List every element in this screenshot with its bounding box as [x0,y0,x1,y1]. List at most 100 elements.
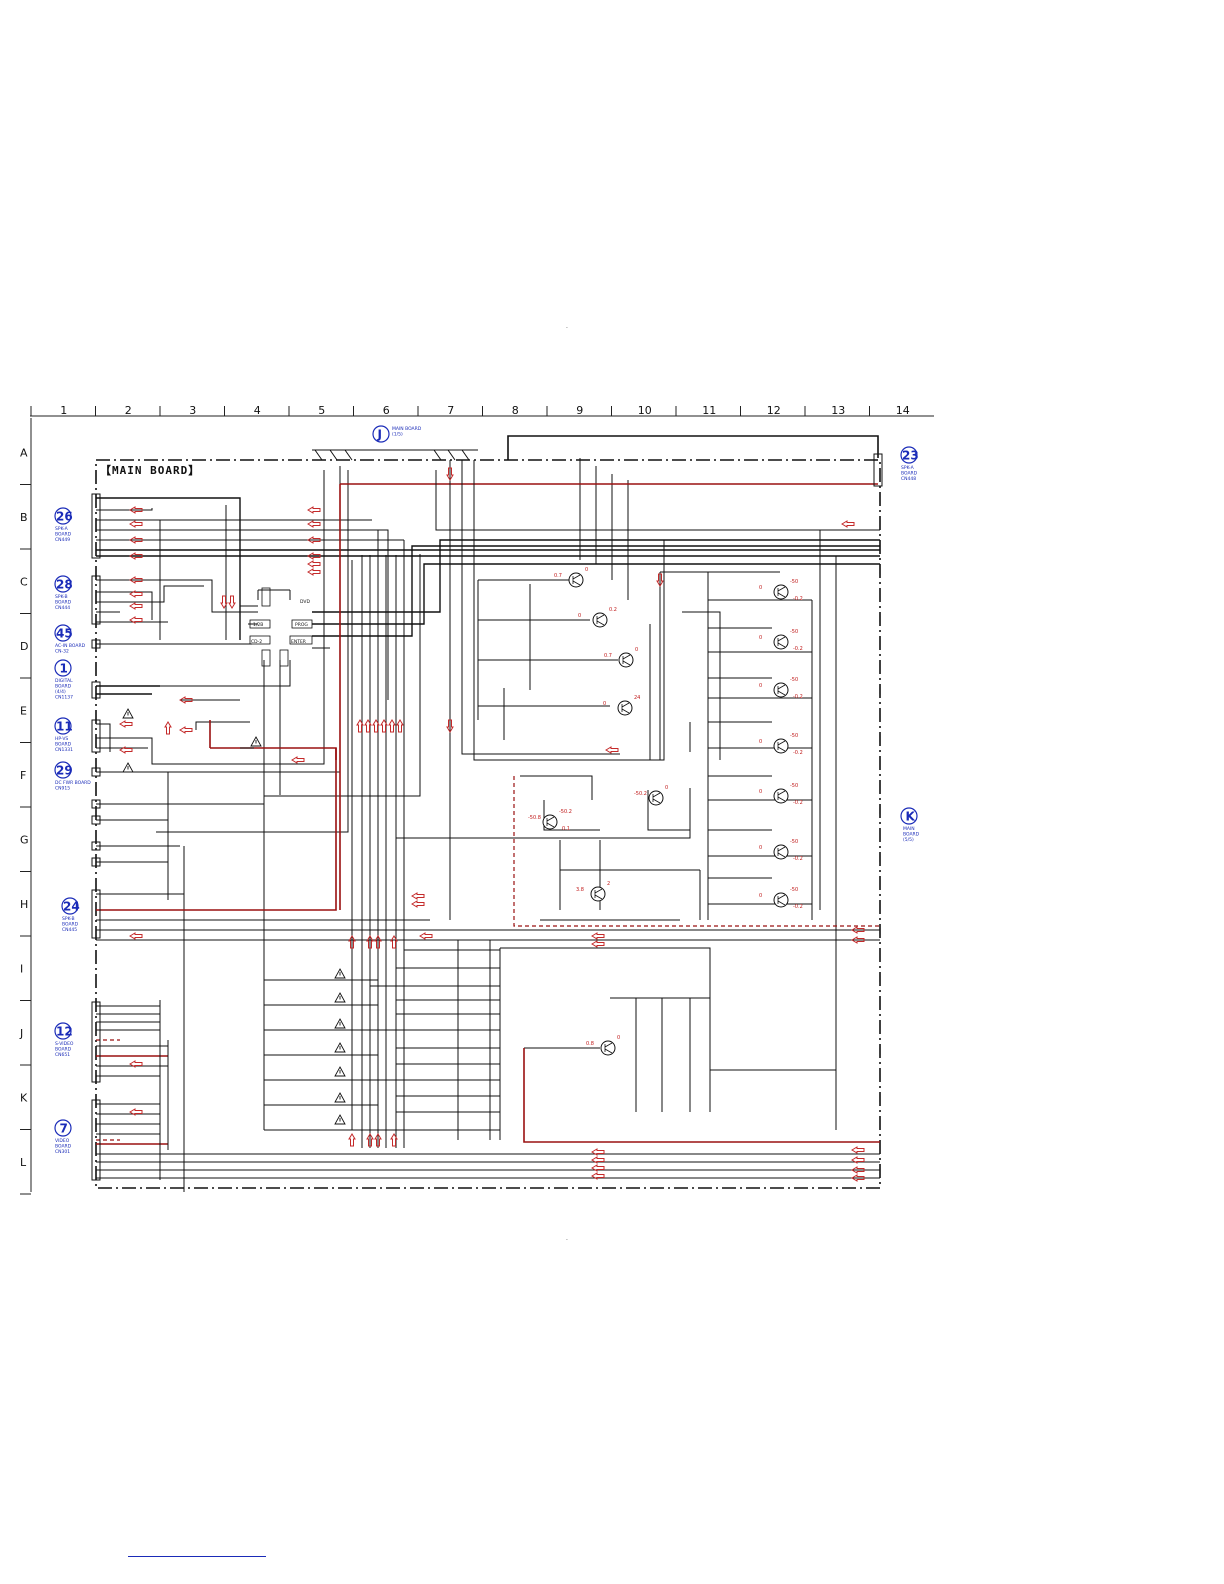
connector-ref-caption: CN301 [55,1149,70,1155]
warning-icon [334,1018,346,1029]
connector-ref-caption: AC-IN BOARD [55,643,86,649]
voltage-label: -50 [790,733,798,739]
connector-ref-label-28: 28 [56,578,73,592]
column-label-5: 5 [318,404,325,417]
connector-ref-label-24: 24 [63,900,80,914]
column-label-3: 3 [189,404,196,417]
warning-icon [334,1066,346,1077]
voltage-label: 0 [759,585,762,591]
voltage-label: 0 [665,785,668,791]
connector-ref-caption: (5/5) [903,837,914,843]
row-label-F: F [20,769,26,782]
voltage-label: 0.8 [586,1041,594,1047]
voltage-label: -50 [790,783,798,789]
connector-ref-caption: CN445 [62,927,77,933]
voltage-label: 0.7 [554,573,562,579]
voltage-label: -50 [790,629,798,635]
column-label-7: 7 [447,404,454,417]
column-label-14: 14 [896,404,910,417]
warning-icon [334,1042,346,1053]
row-label-G: G [20,833,29,846]
switch-block [249,587,313,667]
transistor-symbol [648,790,664,806]
voltage-label: -50 [790,887,798,893]
left-arrow-icon [129,616,143,624]
connector-ref-caption: BOARD [55,600,72,606]
left-arrow-icon [307,568,321,576]
row-label-A: A [20,446,28,459]
voltage-label: 0 [635,647,638,653]
connector-ref-caption: BOARD [903,832,920,838]
transistor-symbol [568,572,584,588]
voltage-label: 0.2 [609,607,617,613]
voltage-label: 0 [759,739,762,745]
up-arrow-icon [356,719,364,733]
connector-ref-circle-23 [900,446,918,464]
left-arrow-icon [851,1156,865,1164]
connector-ref-caption: SPK-B [62,916,75,922]
connector-ref-caption: VIDEO [55,1138,70,1144]
voltage-label: 0 [759,845,762,851]
voltage-label: -50.2 [559,809,572,815]
connector-ref-caption: BOARD [55,532,72,538]
transistor-symbol [773,788,789,804]
connector-ref-circle-7 [54,1119,72,1137]
switch-label-4: ENTER [291,639,306,645]
connector-ref-circle-28 [54,575,72,593]
transistor-leads [777,846,786,858]
connector-ref-label-J: J [377,428,382,442]
crop-mark-top: · [566,325,568,332]
left-arrow-icon [851,1174,865,1182]
connector-ref-label-23: 23 [902,449,919,463]
down-arrow-icon [446,467,454,481]
voltage-label: -50 [790,579,798,585]
down-arrow-icon [228,595,236,609]
left-arrow-icon [605,746,619,754]
row-label-K: K [20,1091,28,1104]
voltage-label: 2 [607,881,610,887]
warning-icon [334,968,346,979]
column-label-8: 8 [512,404,519,417]
left-arrow-icon [411,900,425,908]
up-arrow-icon [388,719,396,733]
connector-ref-caption: BOARD [901,471,918,477]
transistor-leads [777,636,786,648]
up-arrow-icon [348,1133,356,1147]
transistor-leads [596,614,605,626]
left-arrow-icon [591,940,605,948]
voltage-label: -50.8 [528,815,541,821]
connector-ref-caption: BOARD [55,1144,72,1150]
left-arrow-icon [179,696,193,704]
connector-ref-caption: MAIN BOARD [392,426,422,432]
connector-ref-circle-K [900,807,918,825]
up-arrow-icon [380,719,388,733]
transistor-symbol [617,700,633,716]
connector-ref-caption: BOARD [55,742,72,748]
left-arrow-icon [851,926,865,934]
connector-ref-caption: HP-VS [55,736,68,742]
switch-label-3: CD-2 [251,639,262,645]
crop-mark-bottom: · [566,1237,568,1244]
up-arrow-icon [164,721,172,735]
left-arrow-icon [841,520,855,528]
board-title: 【MAIN BOARD】 [100,464,200,477]
voltage-label: -0.2 [793,646,803,652]
transistor-leads [621,702,630,714]
connector-ref-caption: CN1137 [55,695,73,701]
left-arrow-icon [591,1164,605,1172]
column-label-13: 13 [831,404,845,417]
left-arrow-icon [851,1146,865,1154]
row-label-D: D [20,640,28,653]
switch-label-1: 1/2B [253,622,263,628]
warning-icon [122,762,134,773]
footer-link-underline[interactable] [128,1556,266,1557]
signal-flow-arrows [119,467,865,1182]
left-arrow-icon [129,576,143,584]
left-arrow-icon [129,1060,143,1068]
left-arrow-icon [411,892,425,900]
connector-ref-label-26: 26 [56,510,73,524]
row-label-H: H [20,898,28,911]
transistor-leads [777,684,786,696]
left-arrow-icon [129,1108,143,1116]
transistor-symbol [590,886,606,902]
